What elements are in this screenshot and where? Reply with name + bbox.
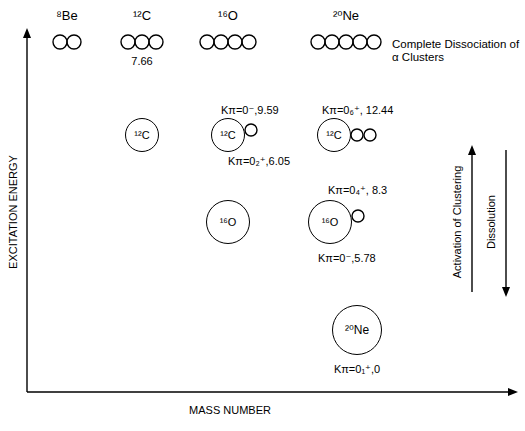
axis-title: EXCITATION ENERGY [7,155,20,269]
nucleus-circle: ¹⁶O [206,200,250,244]
arrowhead [23,28,31,38]
nucleus-symbol: ¹⁶O [220,217,237,228]
nucleus-circle: ¹⁶O [308,200,352,244]
nucleus-heading: ¹⁶O [218,9,238,24]
alpha-cluster-row [53,35,381,49]
activation-arrow [471,152,472,292]
nucleus-symbol: ¹²C [134,130,149,141]
band-label: Kπ=0₆⁺, 12.44 [322,104,393,117]
nucleus-heading: ⁸Be [56,9,77,24]
arrowhead [502,287,510,297]
alpha-particle [245,124,376,222]
x-axis [27,391,512,392]
band-label: Kπ=0₄⁺, 8.3 [328,184,387,197]
arrow-label: Dissolution [485,195,498,249]
axis-title: MASS NUMBER [189,404,271,417]
arrowhead [468,145,476,155]
nucleus-circle: ¹²C [317,118,351,152]
energy-value: 7.66 [131,55,152,68]
nucleus-symbol: ¹⁶O [322,217,339,228]
nucleus-circle: ¹²C [125,118,159,152]
arrow-label: Activation of Clustering [451,166,464,279]
nucleus-heading: ¹²C [133,9,151,24]
nucleus-symbol: ¹²C [326,130,341,141]
nucleus-symbol: ¹²C [220,130,235,141]
band-label: Kπ=0⁻,9.59 [221,104,279,117]
nucleus-symbol: ²⁰Ne [345,324,369,336]
nucleus-heading: ²⁰Ne [333,9,359,24]
band-label: Kπ=0⁻,5.78 [318,252,376,265]
dissolution-arrow [505,150,506,290]
note: Complete Dissociation of α Clusters [392,38,520,64]
nucleus-circle: ²⁰Ne [332,305,382,355]
y-axis [26,34,27,392]
nucleus-circle: ¹²C [211,118,245,152]
arrowhead [508,388,518,396]
band-label: Kπ=0₂⁺,6.05 [228,155,290,168]
band-label: Kπ=0₁⁺,0 [334,363,380,376]
